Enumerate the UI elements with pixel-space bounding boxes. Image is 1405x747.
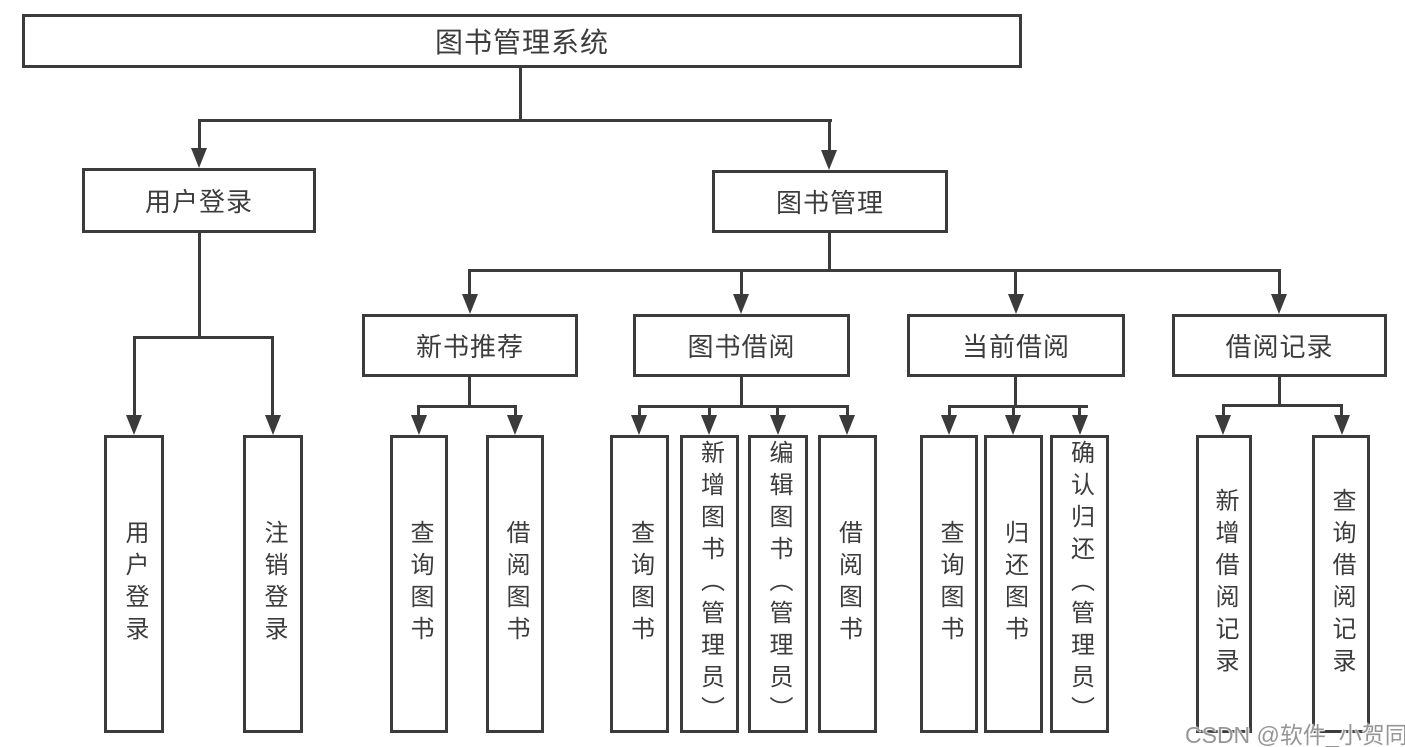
node-borrow-books-borrowing: 借阅图书 — [818, 435, 877, 733]
leaf-label: 查询图书 — [406, 520, 433, 648]
line-segment — [198, 119, 832, 122]
arrowhead-down-icon — [265, 415, 281, 435]
arrowhead-down-icon — [1271, 294, 1287, 314]
node-current-borrowing: 当前借阅 — [907, 314, 1125, 377]
arrowhead-down-icon — [770, 415, 786, 435]
node-add-book-admin: 新增图书（管理员） — [680, 435, 739, 733]
arrowhead-down-icon — [1215, 415, 1231, 435]
arrowhead-down-icon — [126, 415, 142, 435]
line-segment — [133, 336, 136, 417]
line-segment — [776, 405, 779, 417]
line-segment — [1222, 404, 1225, 417]
leaf-label: 查询图书 — [936, 520, 963, 648]
leaf-label: 查询图书 — [626, 520, 654, 648]
node-borrowing-records: 借阅记录 — [1172, 314, 1387, 377]
arrowhead-down-icon — [1334, 415, 1350, 435]
node-book-management: 图书管理 — [712, 170, 948, 233]
leaf-label: 注销登录 — [260, 520, 287, 648]
node-library-management-system: 图书管理系统 — [22, 14, 1022, 68]
leaf-label: 借阅图书 — [502, 520, 529, 648]
line-segment — [1340, 404, 1343, 417]
line-segment — [1014, 269, 1017, 295]
leaf-label: 新增图书（管理员） — [696, 440, 724, 728]
arrowhead-down-icon — [1072, 415, 1088, 435]
node-edit-book-admin: 编辑图书（管理员） — [748, 435, 808, 733]
line-segment — [519, 68, 522, 122]
line-segment — [514, 405, 517, 417]
line-segment — [468, 269, 1281, 272]
node-query-books-borrowing: 查询图书 — [610, 435, 669, 733]
node-add-borrow-record: 新增借阅记录 — [1196, 435, 1252, 733]
leaf-label: 确认归还（管理员） — [1066, 440, 1094, 728]
arrowhead-down-icon — [1008, 294, 1024, 314]
node-logout: 注销登录 — [243, 435, 303, 733]
arrowhead-down-icon — [631, 415, 647, 435]
node-book-borrowing: 图书借阅 — [633, 314, 850, 377]
line-segment — [417, 405, 517, 408]
line-segment — [708, 405, 711, 417]
leaf-label: 查询借阅记录 — [1328, 488, 1355, 680]
line-segment — [271, 336, 274, 417]
arrowhead-down-icon — [941, 415, 957, 435]
node-user-login: 用户登录 — [82, 168, 316, 233]
line-segment — [1014, 377, 1017, 408]
arrowhead-down-icon — [411, 415, 427, 435]
leaf-label: 用户登录 — [121, 520, 148, 648]
line-segment — [1278, 269, 1281, 295]
node-query-books-newbook: 查询图书 — [390, 435, 448, 733]
leaf-label: 借阅图书 — [834, 520, 862, 648]
line-segment — [638, 405, 641, 417]
node-query-borrow-record: 查询借阅记录 — [1312, 435, 1370, 733]
line-segment — [1278, 377, 1281, 407]
arrowhead-down-icon — [733, 294, 749, 314]
arrowhead-down-icon — [701, 415, 717, 435]
line-segment — [1012, 405, 1015, 417]
arrowhead-down-icon — [821, 150, 837, 170]
leaf-label: 新增借阅记录 — [1211, 488, 1238, 680]
line-segment — [828, 119, 831, 152]
node-new-book-recommend: 新书推荐 — [362, 314, 578, 377]
node-user-login-leaf: 用户登录 — [104, 435, 164, 733]
line-segment — [468, 269, 471, 295]
leaf-label: 编辑图书（管理员） — [765, 440, 792, 728]
leaf-label: 归还图书 — [1000, 520, 1028, 648]
line-segment — [417, 405, 420, 417]
line-segment — [468, 377, 471, 408]
line-segment — [1222, 404, 1343, 407]
node-query-books-current: 查询图书 — [920, 435, 978, 733]
arrowhead-down-icon — [839, 415, 855, 435]
line-segment — [133, 336, 274, 339]
line-segment — [846, 405, 849, 417]
line-segment — [948, 405, 1088, 408]
node-borrow-books-newbook: 借阅图书 — [486, 435, 544, 733]
line-segment — [198, 119, 201, 150]
arrowhead-down-icon — [1005, 415, 1021, 435]
line-segment — [740, 377, 743, 408]
arrowhead-down-icon — [191, 148, 207, 168]
line-segment — [948, 405, 951, 417]
line-segment — [198, 233, 201, 339]
arrowhead-down-icon — [507, 415, 523, 435]
node-confirm-return-admin: 确认归还（管理员） — [1050, 435, 1109, 733]
arrowhead-down-icon — [462, 294, 478, 314]
line-segment — [638, 405, 849, 408]
line-segment — [740, 269, 743, 295]
csdn-watermark: CSDN @软件_小贺同学 — [1185, 722, 1405, 747]
node-return-books: 归还图书 — [984, 435, 1043, 733]
line-segment — [1078, 405, 1081, 417]
line-segment — [828, 233, 831, 272]
